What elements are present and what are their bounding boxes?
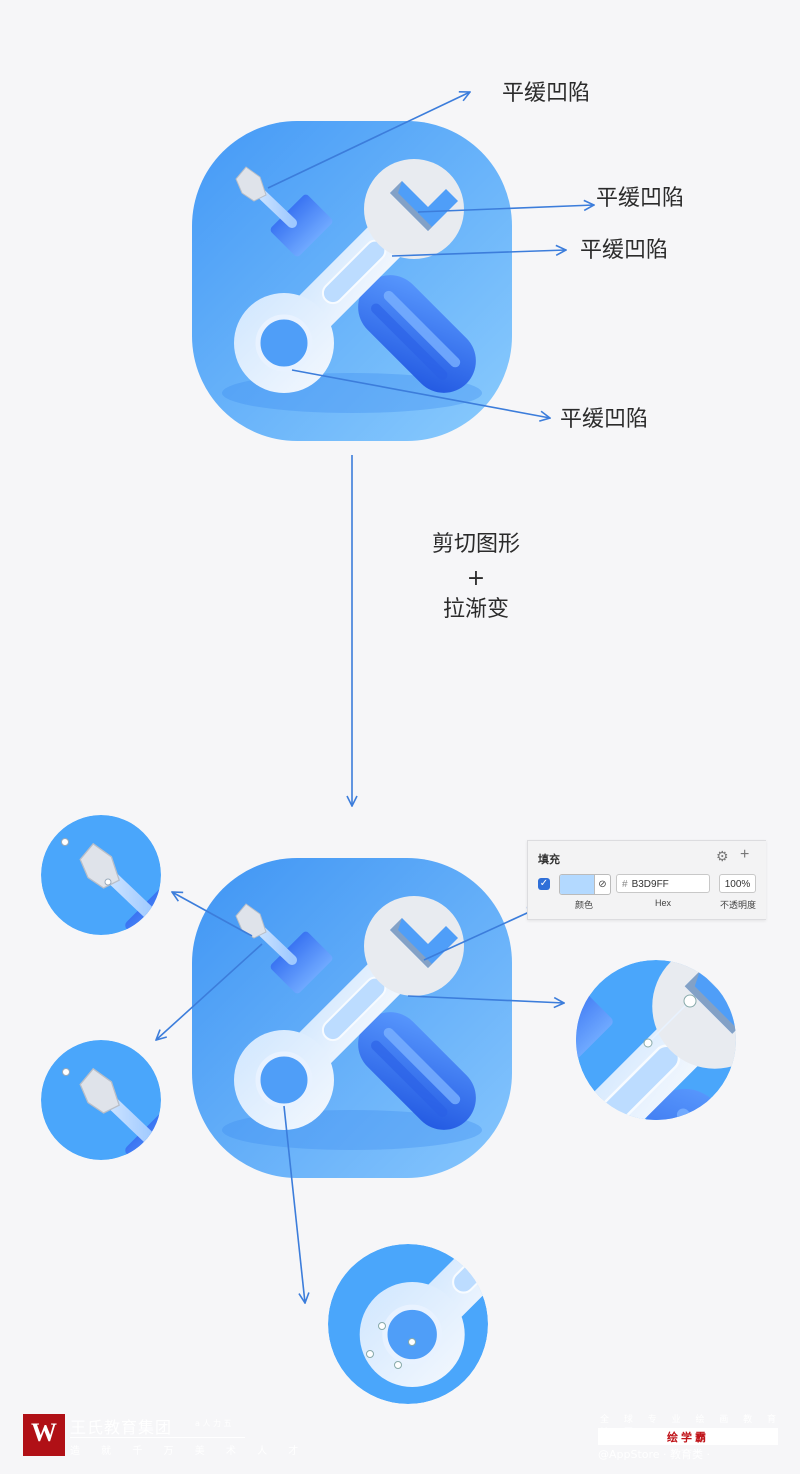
gear-icon[interactable]: ⚙ bbox=[716, 848, 729, 864]
process-step-plus: + bbox=[467, 566, 485, 591]
detail-circle-wrench-handle bbox=[576, 960, 736, 1120]
hex-label: Hex bbox=[654, 898, 671, 908]
color-label: 颜色 bbox=[574, 900, 593, 910]
brand-name: 绘学霸 bbox=[667, 1431, 709, 1444]
hex-input[interactable]: #B3D9FF bbox=[616, 874, 710, 893]
arrow-wrench-jaw bbox=[417, 205, 594, 213]
fill-color-swatch[interactable]: ⊘ bbox=[559, 874, 611, 895]
bottom-callout-arrows bbox=[156, 892, 564, 1303]
process-step-clip: 剪切图形 bbox=[432, 532, 520, 557]
callout-label-wrench-jaw: 平缓凹陷 bbox=[596, 186, 684, 211]
arrow-to-detail-2 bbox=[156, 943, 263, 1040]
hex-prefix: # bbox=[622, 879, 628, 890]
arrow-to-detail-4 bbox=[283, 1105, 305, 1303]
arrow-screwdriver-tip bbox=[267, 92, 470, 189]
opacity-label: 不透明度 bbox=[719, 900, 756, 910]
org-divider bbox=[70, 1437, 245, 1438]
callout-label-wrench-ring: 平缓凹陷 bbox=[560, 407, 648, 432]
fill-enabled-checkbox[interactable]: ✓ bbox=[538, 878, 550, 890]
top-app-icon bbox=[192, 121, 512, 441]
arrow-to-detail-3 bbox=[407, 995, 564, 1003]
fill-panel: 填充 ⚙ + ✓ ⊘ #B3D9FF 100% 颜色 Hex 不透明度 bbox=[527, 840, 766, 920]
arrow-to-detail-1 bbox=[172, 892, 253, 937]
arrow-wrench-ring bbox=[291, 369, 550, 418]
org-logo: W bbox=[23, 1414, 65, 1456]
appstore-note: @AppStore · 教育类 · bbox=[598, 1448, 711, 1461]
process-step-gradient: 拉渐变 bbox=[443, 597, 509, 622]
top-callout-arrows bbox=[267, 92, 594, 418]
fill-panel-title: 填充 bbox=[538, 854, 560, 866]
callout-label-wrench-handle: 平缓凹陷 bbox=[580, 238, 668, 263]
bottom-app-icon bbox=[192, 858, 512, 1178]
plus-icon[interactable]: + bbox=[740, 846, 750, 863]
opacity-input[interactable]: 100% bbox=[719, 874, 756, 893]
arrow-to-fill-panel bbox=[423, 908, 538, 961]
hex-value: B3D9FF bbox=[631, 879, 669, 890]
brand-badge: 绘学霸 bbox=[598, 1428, 778, 1445]
org-slogan: 造 就 千 万 美 术 人 才 bbox=[70, 1446, 308, 1457]
arrow-wrench-handle bbox=[391, 250, 566, 257]
org-name: 王氏教育集团 bbox=[70, 1418, 173, 1437]
detail-circle-screwdriver-2 bbox=[41, 1040, 161, 1160]
detail-circle-screwdriver-1 bbox=[41, 815, 161, 935]
fill-color-preview bbox=[560, 875, 594, 894]
detail-circle-wrench-ring bbox=[328, 1244, 488, 1404]
callout-label-screwdriver-tip: 平缓凹陷 bbox=[502, 81, 590, 106]
org-subtitle: a 人 力 五 bbox=[195, 1419, 232, 1428]
fill-mode-icon[interactable]: ⊘ bbox=[594, 875, 610, 894]
